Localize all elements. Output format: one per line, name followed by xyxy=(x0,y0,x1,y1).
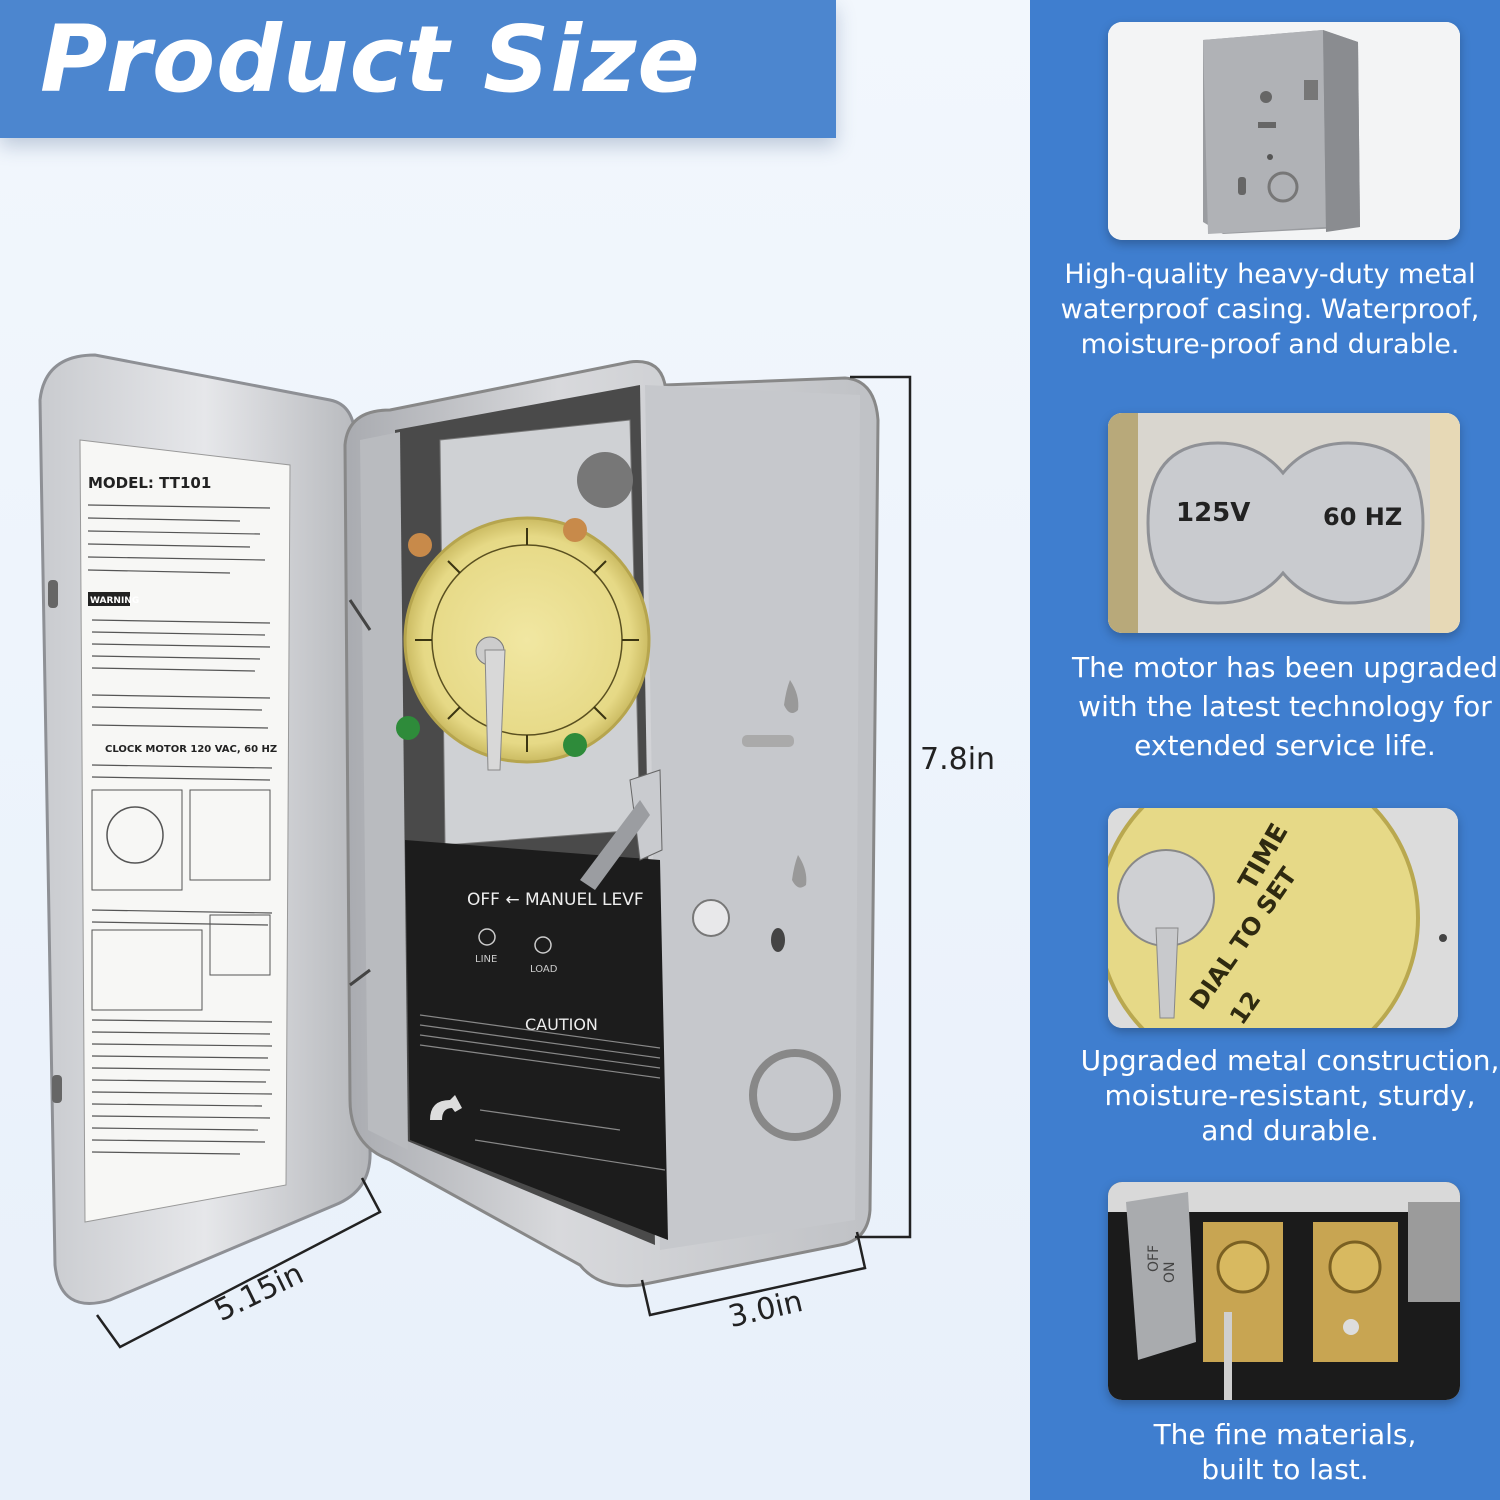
feature-image-casing xyxy=(1108,22,1460,240)
caution-text: CAUTION xyxy=(525,1015,598,1034)
box-body: OFF ← MANUEL LEVF LINE LOAD CAUTION xyxy=(343,359,880,1288)
feature-image-motor: 125V 60 HZ xyxy=(1108,413,1460,633)
title-banner: Product Size xyxy=(0,0,836,138)
manual-lever-text: OFF ← MANUEL LEVF xyxy=(467,890,644,910)
clock-motor-text: CLOCK MOTOR 120 VAC, 60 HZ xyxy=(105,744,277,755)
feature-caption-dial: Upgraded metal construction, moisture-re… xyxy=(1080,1044,1500,1147)
height-dimension: 7.8in xyxy=(920,742,996,777)
terminal-on-text: ON xyxy=(1162,1262,1178,1284)
feature-caption-casing: High-quality heavy-duty metal waterproof… xyxy=(1060,259,1480,360)
feature-caption-terminals: The fine materials, built to last. xyxy=(1153,1418,1417,1486)
timer-box-illustration: MODEL: TT101 WARNING CLOCK MOTOR 120 VAC… xyxy=(38,353,912,1349)
load-text: LOAD xyxy=(530,964,558,975)
feature-image-terminals: OFF ON xyxy=(1108,1182,1460,1400)
dimension-lines xyxy=(95,375,912,1349)
warning-text: WARNING xyxy=(90,596,139,606)
line-text: LINE xyxy=(475,954,497,965)
terminal-off-text: OFF xyxy=(1146,1245,1162,1272)
timer-dial xyxy=(396,516,651,771)
model-text: MODEL: TT101 xyxy=(88,474,211,492)
feature-caption-motor: The motor has been upgraded with the lat… xyxy=(1072,651,1498,762)
motor-frequency-text: 60 HZ xyxy=(1323,503,1402,531)
page-title: Product Size xyxy=(40,6,701,113)
instruction-label: MODEL: TT101 WARNING CLOCK MOTOR 120 VAC… xyxy=(87,474,277,1155)
open-lid xyxy=(38,353,372,1305)
feature-image-dial: TIME DIAL TO SET 12 xyxy=(1108,808,1458,1028)
motor-voltage-text: 125V xyxy=(1176,498,1250,528)
